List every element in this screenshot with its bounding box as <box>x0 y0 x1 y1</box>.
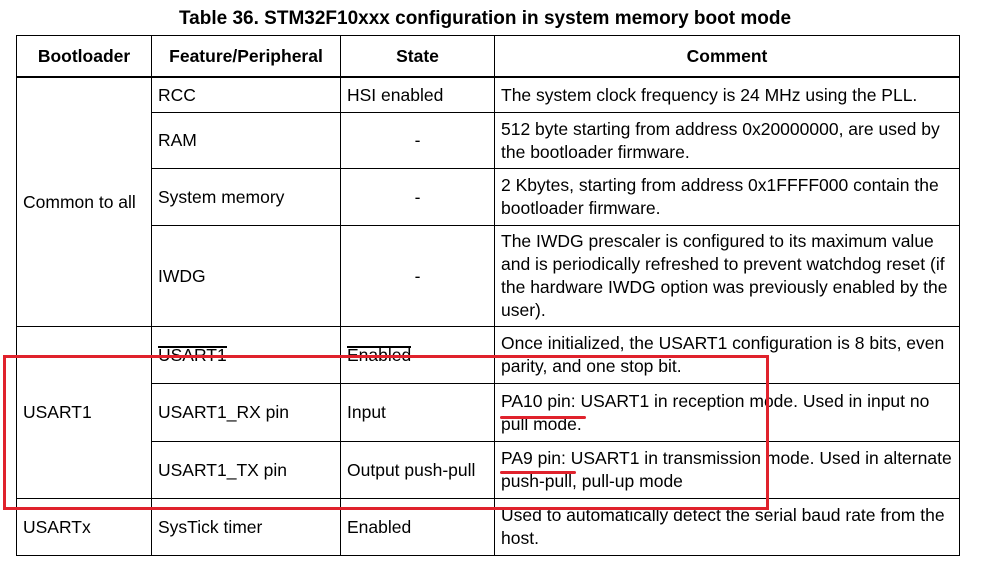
group-usart1: USART1 <box>16 326 152 499</box>
table-row: USART1 USART1 Enabled Once initialized, … <box>16 326 960 499</box>
group-common: Common to all <box>16 76 152 327</box>
comment-cell: 512 byte starting from address 0x2000000… <box>494 112 960 169</box>
red-underline-pa10 <box>500 416 586 419</box>
table-row: Common to all RCC HSI enabled The system… <box>16 76 960 327</box>
feature-cell: System memory <box>151 168 341 226</box>
header-state: State <box>340 35 495 78</box>
state-cell: Enabled <box>340 326 495 384</box>
feature-cell: SysTick timer <box>151 498 341 556</box>
table-row: USART1_TX pin Output push-pull PA9 pin: … <box>17 441 960 499</box>
comment-cell: Once initialized, the USART1 configurati… <box>494 326 960 384</box>
feature-cell: USART1_TX pin <box>151 441 341 499</box>
header-bootloader: Bootloader <box>16 35 152 78</box>
state-cell: Output push-pull <box>340 441 495 499</box>
state-cell: HSI enabled <box>340 76 495 113</box>
boot-config-table: Bootloader Feature/Peripheral State Comm… <box>16 35 960 556</box>
state-text: Enabled <box>347 344 412 365</box>
group-usartx: USARTx <box>16 498 152 556</box>
comment-cell: PA10 pin: USART1 in reception mode. Used… <box>494 383 960 442</box>
table-row: USART1_RX pin Input PA10 pin: USART1 in … <box>17 383 960 442</box>
table-row: RAM - 512 byte starting from address 0x2… <box>17 112 960 169</box>
table-row: System memory - 2 Kbytes, starting from … <box>17 168 960 226</box>
header-comment: Comment <box>494 35 960 78</box>
state-cell: Enabled <box>340 498 495 556</box>
comment-cell: PA9 pin: USART1 in transmission mode. Us… <box>494 441 960 499</box>
comment-cell: The IWDG prescaler is configured to its … <box>494 225 960 327</box>
feature-cell: RCC <box>151 76 341 113</box>
feature-cell: RAM <box>151 112 341 169</box>
state-cell: - <box>340 112 495 169</box>
feature-cell: USART1 <box>151 326 341 384</box>
comment-cell: The system clock frequency is 24 MHz usi… <box>494 76 960 113</box>
feature-text: USART1 <box>158 344 227 365</box>
header-row: Bootloader Feature/Peripheral State Comm… <box>16 35 960 78</box>
comment-cell: Used to automatically detect the serial … <box>494 498 960 556</box>
comment-cell: 2 Kbytes, starting from address 0x1FFFF0… <box>494 168 960 226</box>
header-feature: Feature/Peripheral <box>151 35 341 78</box>
table-title: Table 36. STM32F10xxx configuration in s… <box>178 8 792 29</box>
feature-cell: IWDG <box>151 225 341 327</box>
table-row: IWDG - The IWDG prescaler is configured … <box>17 225 960 327</box>
red-underline-pa9 <box>500 471 576 474</box>
table-row: USARTx SysTick timer Enabled Used to aut… <box>16 498 960 556</box>
state-cell: Input <box>340 383 495 442</box>
feature-cell: USART1_RX pin <box>151 383 341 442</box>
state-cell: - <box>340 225 495 327</box>
state-cell: - <box>340 168 495 226</box>
